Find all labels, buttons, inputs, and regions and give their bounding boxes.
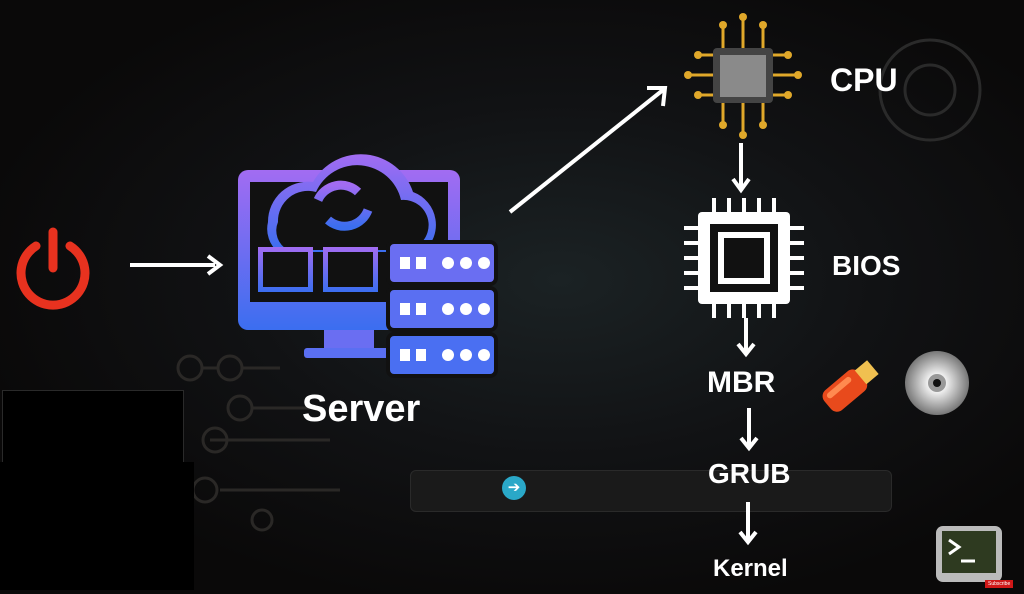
server-label: Server (302, 388, 421, 430)
next-arrow-button[interactable]: ➔ (502, 476, 526, 500)
arrow-cpu-to-bios (731, 143, 751, 194)
bios-label: BIOS (832, 250, 901, 281)
arrow-mbr-to-grub (739, 408, 759, 452)
usb-drive-icon (822, 360, 879, 412)
cd-disc-icon (905, 351, 969, 415)
subscribe-badge[interactable]: Subscribe (985, 580, 1014, 588)
terminal-icon[interactable] (935, 525, 1003, 585)
arrow-bios-to-mbr (736, 318, 756, 358)
redacted-box-bottom (0, 462, 194, 590)
arrow-power-to-server (130, 254, 224, 276)
bios-chip-icon (684, 198, 804, 318)
cpu-chip-icon (684, 13, 802, 139)
grub-label: GRUB (708, 458, 791, 489)
kernel-label: Kernel (713, 555, 788, 582)
mbr-label: MBR (707, 366, 776, 399)
server-cloud-icon (238, 154, 498, 378)
power-icon (16, 227, 90, 310)
arrow-server-to-cpu (508, 86, 668, 214)
laptop-background (410, 470, 892, 512)
cpu-label: CPU (830, 62, 898, 98)
redacted-box-top (2, 390, 184, 466)
arrow-grub-to-kernel (738, 502, 758, 546)
